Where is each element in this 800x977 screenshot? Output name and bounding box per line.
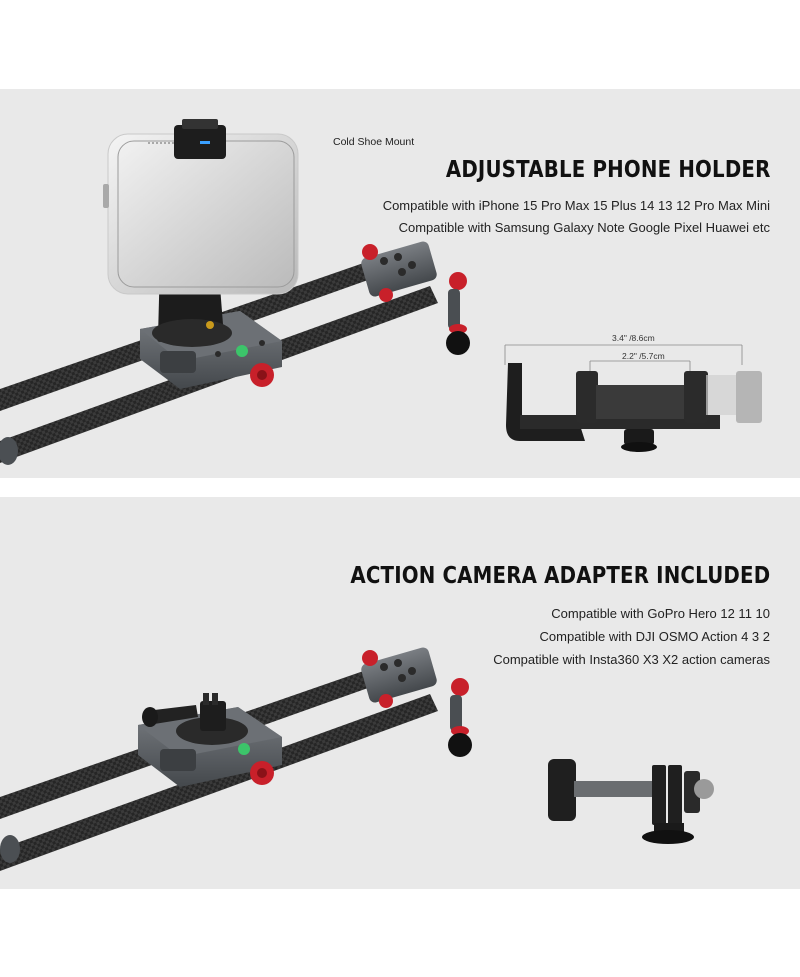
compat-line: Compatible with iPhone 15 Pro Max 15 Plu… [382,198,770,213]
action-camera-section: ACTION CAMERA ADAPTER INCLUDED Compatibl… [0,497,800,889]
compat-line: Compatible with Insta360 X3 X2 action ca… [493,652,770,667]
compat-line: Compatible with DJI OSMO Action 4 3 2 [539,629,770,644]
phone-holder-image [504,344,762,452]
dimension-inner: 2.2" /5.7cm [622,351,665,361]
compat-line: Compatible with GoPro Hero 12 11 10 [551,606,770,621]
dimension-outer: 3.4" /8.6cm [612,333,655,343]
camera-slider-image [0,119,762,465]
cold-shoe-callout: Cold Shoe Mount [333,136,415,148]
camera-slider-image [0,647,714,871]
phone-holder-section: Cold Shoe Mount ADJUSTABLE PHONE HOLDER … [0,89,800,478]
section-heading: ACTION CAMERA ADAPTER INCLUDED [350,563,770,589]
compat-line: Compatible with Samsung Galaxy Note Goog… [398,220,770,235]
section-heading: ADJUSTABLE PHONE HOLDER [445,157,770,183]
action-camera-adapter-image [548,759,714,844]
